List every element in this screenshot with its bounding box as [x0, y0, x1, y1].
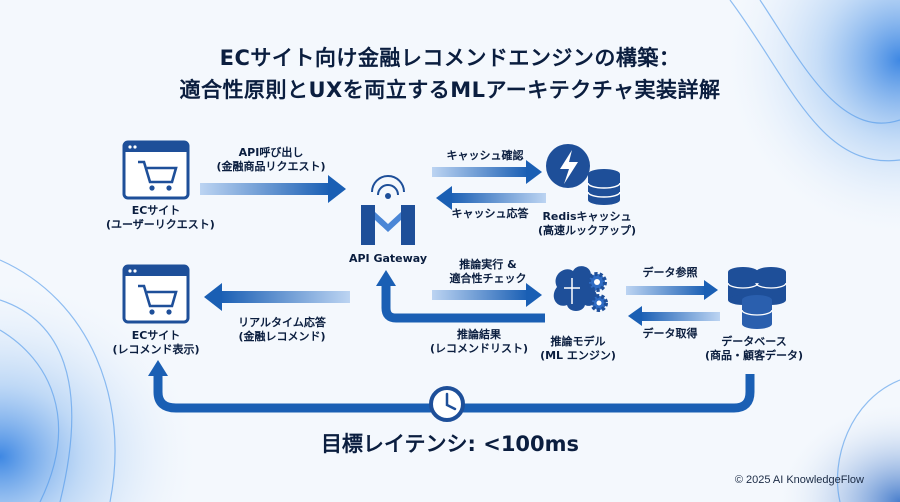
database-icon: [587, 169, 621, 205]
title-line-1: ECサイト向け金融レコメンドエンジンの構築：: [219, 46, 681, 70]
data-get-arrow: [628, 306, 720, 326]
database-label: データベース (商品・顧客データ): [704, 335, 804, 362]
realtime-response-arrow: [204, 283, 350, 311]
gateway-icon: [361, 175, 415, 245]
data-ref-label: データ参照: [642, 266, 698, 279]
latency-label: 目標レイテンシ: <100ms: [320, 432, 580, 456]
data-get-label: データ取得: [642, 327, 698, 340]
gateway-label: API Gateway: [348, 252, 428, 265]
redis-label: Redisキャッシュ (高速ルックアップ): [537, 210, 637, 237]
brain-icon: [553, 266, 600, 311]
api-call-label: API呼び出し (金融商品リクエスト): [216, 146, 326, 173]
clock-icon: [429, 386, 465, 422]
ec-request-label: ECサイト (ユーザーリクエスト): [106, 204, 215, 231]
cache-check-arrow: [432, 160, 542, 184]
inference-result-label: 推論結果 (レコメンドリスト): [429, 328, 529, 355]
model-label: 推論モデル (ML エンジン): [540, 335, 616, 362]
gear-icon: [587, 272, 608, 312]
database-icon: [727, 267, 787, 329]
cache-response-arrow: [436, 186, 546, 210]
title-line-2: 適合性原則とUXを両立するMLアーキテクチャ実装詳解: [179, 78, 721, 102]
copyright-text: © 2025 AI KnowledgeFlow: [734, 474, 864, 486]
realtime-response-label: リアルタイム応答 (金融レコメンド): [238, 316, 326, 343]
ec-display-label: ECサイト (レコメンド表示): [112, 329, 200, 356]
cache-response-label: キャッシュ応答: [451, 207, 529, 220]
data-ref-arrow: [626, 280, 718, 300]
lightning-icon: [546, 144, 590, 188]
inference-run-label: 推論実行 & 適合性チェック: [449, 258, 527, 285]
cache-check-label: キャッシュ確認: [446, 149, 524, 162]
inference-run-arrow: [432, 283, 542, 307]
shopping-cart-icon: [122, 264, 190, 324]
api-call-arrow: [200, 175, 346, 203]
inference-result-arrow: [376, 270, 545, 323]
shopping-cart-icon: [122, 140, 190, 200]
